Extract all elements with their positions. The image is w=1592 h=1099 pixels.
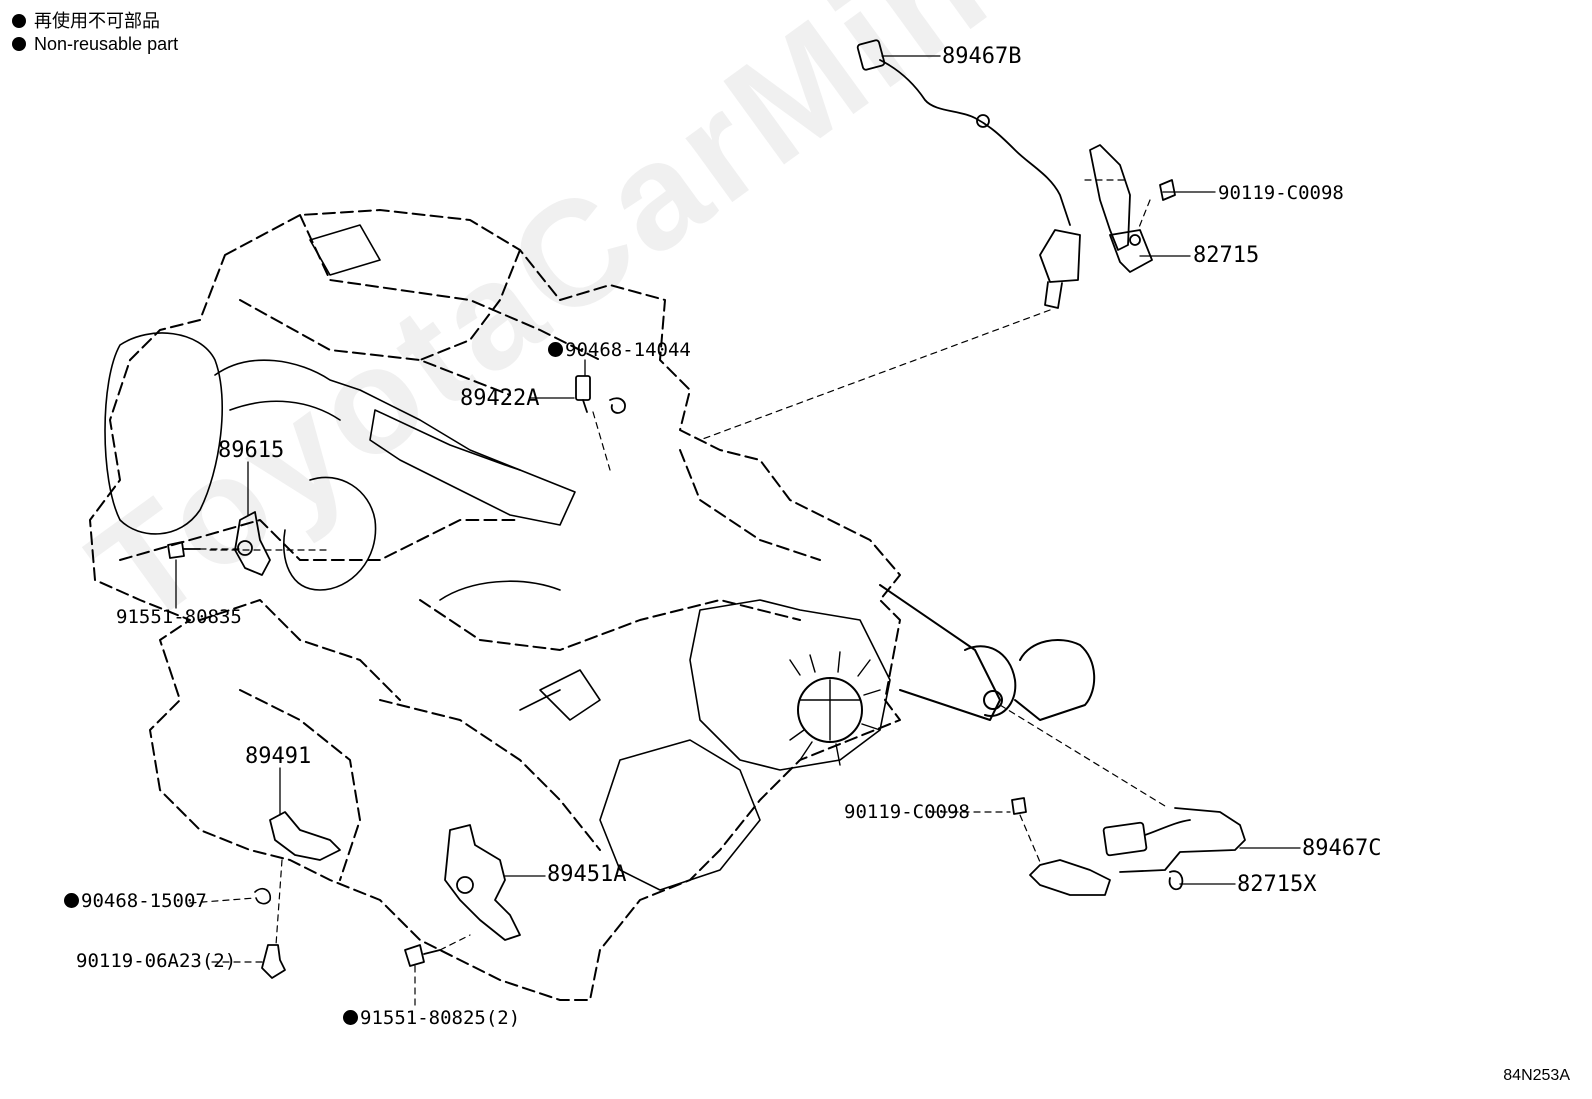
label-89615[interactable]: 89615 bbox=[218, 438, 285, 463]
switch-89451A bbox=[404, 824, 521, 967]
sensor-89467B bbox=[856, 39, 1081, 309]
label-90468-14044[interactable]: 90468-14044 bbox=[548, 339, 691, 361]
label-82715X[interactable]: 82715X bbox=[1237, 872, 1317, 897]
label-91551-80825[interactable]: 91551-80825(2) bbox=[343, 1007, 520, 1029]
diagram-code: 84N253A bbox=[1503, 1067, 1570, 1084]
legend-jp-text: 再使用不可部品 bbox=[34, 11, 160, 31]
non-reusable-dot-icon bbox=[548, 342, 563, 357]
non-reusable-dot-icon bbox=[343, 1010, 358, 1025]
label-89491[interactable]: 89491 bbox=[245, 744, 312, 769]
label-89467B[interactable]: 89467B bbox=[942, 44, 1022, 69]
sensor-89491 bbox=[261, 811, 341, 979]
sensor-89467C bbox=[1011, 797, 1246, 896]
drive-shaft bbox=[789, 584, 1096, 766]
legend-en: Non-reusable part bbox=[12, 33, 178, 55]
label-91551-80835[interactable]: 91551-80835 bbox=[116, 606, 242, 628]
non-reusable-dot-icon bbox=[64, 893, 79, 908]
dashed-leaders bbox=[189, 179, 1166, 1009]
label-90468-15007[interactable]: 90468-15007 bbox=[64, 890, 207, 912]
legend-jp: 再使用不可部品 bbox=[12, 10, 160, 32]
non-reusable-dot-icon bbox=[12, 37, 26, 51]
label-90468-14044-text: 90468-14044 bbox=[565, 339, 691, 361]
label-91551-80825-text: 91551-80825(2) bbox=[360, 1007, 521, 1029]
label-89422A[interactable]: 89422A bbox=[460, 386, 540, 411]
label-89467C[interactable]: 89467C bbox=[1302, 836, 1382, 861]
clip-90468-15007 bbox=[254, 888, 272, 905]
non-reusable-dot-icon bbox=[12, 14, 26, 28]
legend-en-text: Non-reusable part bbox=[34, 34, 179, 54]
engine-detail-lines bbox=[104, 224, 891, 891]
label-90119-06A23[interactable]: 90119-06A23(2) bbox=[76, 950, 237, 972]
sensor-89422A bbox=[575, 375, 626, 414]
label-82715[interactable]: 82715 bbox=[1193, 243, 1260, 268]
sensor-89615 bbox=[167, 511, 271, 576]
label-90468-15007-text: 90468-15007 bbox=[81, 890, 207, 912]
label-90119-C0098-top[interactable]: 90119-C0098 bbox=[1218, 182, 1344, 204]
label-90119-C0098-bottom[interactable]: 90119-C0098 bbox=[844, 801, 970, 823]
bracket-82715 bbox=[1089, 144, 1176, 273]
leader-lines bbox=[175, 55, 1301, 885]
label-89451A[interactable]: 89451A bbox=[547, 862, 627, 887]
